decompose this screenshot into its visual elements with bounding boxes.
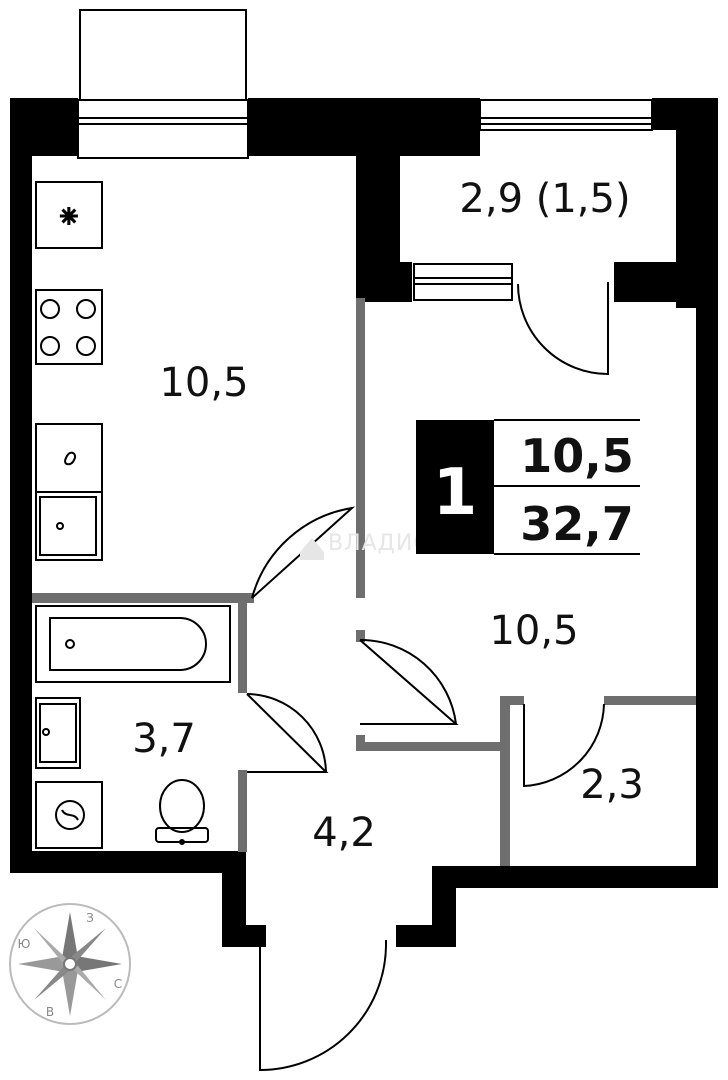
area-summary: 1 10,5 32,7 <box>416 419 640 555</box>
washing-machine <box>35 781 103 849</box>
compass-south: В <box>46 1005 54 1019</box>
total-area: 32,7 <box>520 497 634 551</box>
room-loggia-area: 2,9 (1,5) <box>459 176 630 222</box>
kitchen-sink <box>35 491 103 561</box>
rooms-count: 1 <box>433 456 478 530</box>
bathtub <box>35 605 231 683</box>
window-kitchen <box>77 9 249 159</box>
room-kitchen-area: 10,5 <box>159 360 248 406</box>
room-closet-area: 2,3 <box>580 762 644 808</box>
watermark-text: ВЛАДИС <box>328 531 430 556</box>
watermark: ВЛАДИС <box>300 531 430 560</box>
compass-east: С <box>114 977 122 991</box>
kitchen-oven-drop <box>35 423 103 493</box>
interior-partitions <box>32 298 696 866</box>
kitchen-fridge: ✳ <box>35 181 103 249</box>
rooms-count-box <box>416 420 494 554</box>
compass-north: З <box>86 911 94 925</box>
compass-rose-icon: З С В Ю <box>9 903 131 1025</box>
living-area: 10,5 <box>520 429 634 483</box>
room-bathroom-area: 3,7 <box>132 716 196 762</box>
compass-west: Ю <box>18 937 31 951</box>
toilet <box>155 779 209 845</box>
kitchen-stove <box>35 289 103 365</box>
room-bedroom-area: 10,5 <box>489 608 578 654</box>
window-bedroom-balcony <box>413 263 513 301</box>
doors <box>246 282 609 1072</box>
svg-text:✳: ✳ <box>60 205 78 230</box>
exterior-walls <box>10 98 718 947</box>
bathroom-sink <box>35 697 81 769</box>
window-loggia <box>479 99 653 131</box>
room-hall-area: 4,2 <box>312 810 376 856</box>
